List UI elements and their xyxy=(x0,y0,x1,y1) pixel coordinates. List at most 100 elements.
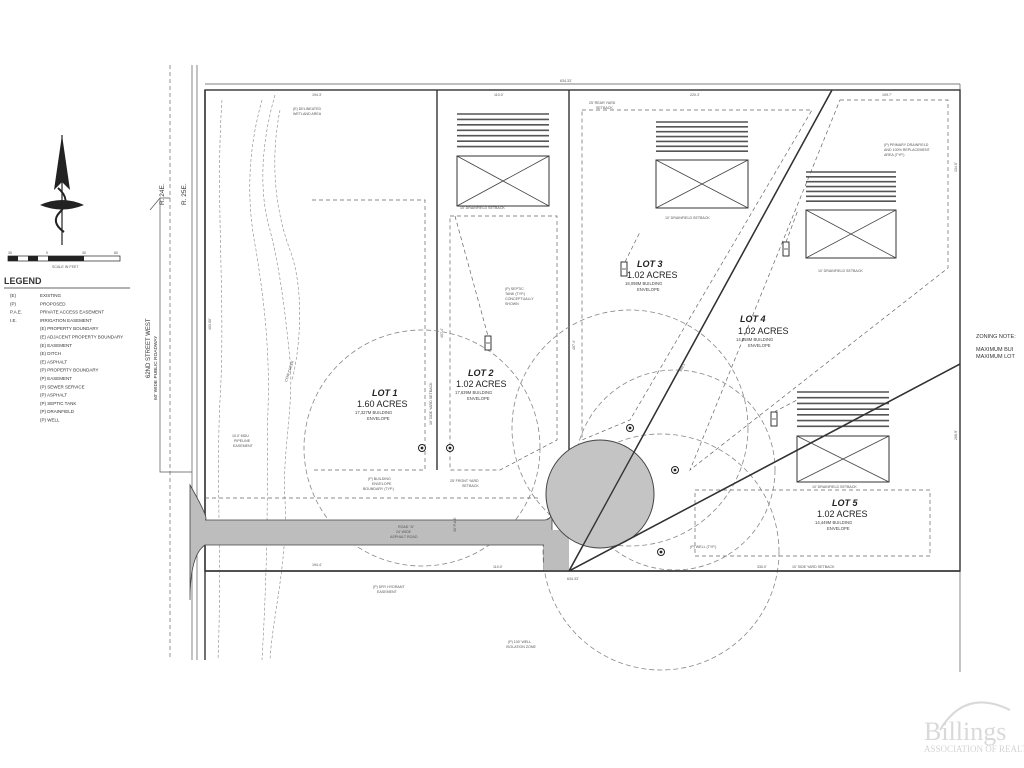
scale-label: SCALE IN FEET xyxy=(52,265,79,269)
well-typ-note: (P) WELL (TYP.) xyxy=(690,545,716,549)
legend-item-text: (P) WELL xyxy=(40,418,60,423)
svg-text:PIPELINE: PIPELINE xyxy=(234,439,251,443)
legend-item-text: PRIVATE ACCESS EASEMENT xyxy=(40,310,104,315)
dim-bottom-seg1: 194.4' xyxy=(312,563,322,567)
svg-text:Billings: Billings xyxy=(924,717,1006,746)
well-isolation-zone xyxy=(303,329,541,567)
wetland-area xyxy=(217,94,300,661)
svg-text:ENVELOPE: ENVELOPE xyxy=(372,482,392,486)
lot-1-label: LOT 1 xyxy=(372,388,398,398)
legend-item-text: IRRIGATION EASEMENT xyxy=(40,318,92,323)
lot-3-envelope: 18,098M BUILDING xyxy=(625,281,662,286)
road-a-name: ROAD "A" xyxy=(398,525,415,529)
svg-text:AND 100% REPLACEMENT: AND 100% REPLACEMENT xyxy=(884,148,931,152)
lot-4-acres: 1.02 ACRES xyxy=(738,326,789,336)
legend-item-text: (E) PROPERTY BOUNDARY xyxy=(40,326,99,331)
well-icon xyxy=(418,444,426,452)
legend-item-text: (P) EASEMENT xyxy=(40,376,72,381)
legend-item-text: (P) SEWER SERVICE xyxy=(40,384,85,389)
lot-2-building-envelope xyxy=(449,215,558,471)
legend-item-text: EXISTING xyxy=(40,293,62,298)
septic-tank-icon xyxy=(484,335,492,351)
rear-yard-note: 25' REAR YARD SETBACK xyxy=(589,101,616,110)
dim-lot2-side: 407.4' xyxy=(440,328,444,338)
drainfield-setback-note: 10' DRAINFIELD SETBACK xyxy=(460,206,505,210)
legend-code: (E) xyxy=(10,293,17,298)
range-label-left: R. 24E. xyxy=(159,183,166,205)
svg-text:SHOWN: SHOWN xyxy=(505,302,519,306)
legend-item-text: (E) ASPHALT xyxy=(40,359,67,364)
scale-tick: 30 xyxy=(8,251,12,255)
svg-text:CONCEPTUALLY: CONCEPTUALLY xyxy=(505,297,534,301)
lot-5-envelope: 14,449M BUILDING xyxy=(815,520,852,525)
drainfield-setback-note: 10' DRAINFIELD SETBACK xyxy=(665,216,710,220)
legend-item-text: (E) ADJACENT PROPERTY BOUNDARY xyxy=(40,335,123,340)
scale-tick: 60 xyxy=(114,251,118,255)
svg-text:AREA (TYP.): AREA (TYP.) xyxy=(884,153,905,157)
lot-4-envelope-2: ENVELOPE xyxy=(748,343,771,348)
svg-text:ZONING NOTE:: ZONING NOTE: xyxy=(976,334,1016,340)
septic-tank-icon xyxy=(770,411,778,427)
drainfield-icon xyxy=(655,121,749,209)
road-a-stub xyxy=(544,530,569,571)
cul-de-sac xyxy=(545,439,655,549)
legend-item-text: PROPOSED xyxy=(40,301,66,306)
well-icon xyxy=(446,444,454,452)
dim-right-side: 268.9' xyxy=(954,430,958,440)
lot-3-building-envelope xyxy=(581,109,813,441)
lot-3-label: LOT 3 xyxy=(637,259,663,269)
well-zone-note: (P) 100' WELL ISOLATION ZONE xyxy=(506,640,536,649)
svg-text:25' REAR YARD: 25' REAR YARD xyxy=(589,101,616,105)
dry-hydrant-note: (P) DRY HYDRANT EASEMENT xyxy=(373,585,405,594)
well-icon xyxy=(657,548,665,556)
svg-text:TANK (TYP.): TANK (TYP.) xyxy=(505,292,525,296)
road-a xyxy=(189,483,553,601)
legend-item-text: (E) EASEMENT xyxy=(40,343,72,348)
lot-4-building-envelope xyxy=(689,99,949,472)
well-isolation-zone xyxy=(542,433,780,671)
legend-item-text: (P) PROPERTY BOUNDARY xyxy=(40,368,99,373)
range-label-right: R. 25E. xyxy=(181,183,188,205)
dim-left-side: 403.00' xyxy=(208,318,212,330)
well-isolation-zone xyxy=(511,309,749,547)
lot-5-building-envelope xyxy=(694,489,931,557)
legend-item-text: (P) ASPHALT xyxy=(40,393,67,398)
well-icon xyxy=(671,466,679,474)
svg-text:BOUNDARY (TYP.): BOUNDARY (TYP.) xyxy=(363,487,394,491)
svg-text:(P) DRY HYDRANT: (P) DRY HYDRANT xyxy=(373,585,405,589)
svg-text:MAXIMUM LOT: MAXIMUM LOT xyxy=(976,354,1015,360)
dim-top-seg1: 194.3' xyxy=(312,93,322,97)
well-icon xyxy=(626,424,634,432)
legend-title: LEGEND xyxy=(4,276,42,286)
legend-code: I.E. xyxy=(10,318,17,323)
drainfield-setback-note: 10' DRAINFIELD SETBACK xyxy=(812,485,857,489)
svg-text:EASEMENT: EASEMENT xyxy=(377,590,398,594)
legend-item-text: (P) DRAINFIELD xyxy=(40,409,75,414)
lot-5-label: LOT 5 xyxy=(832,498,858,508)
scale-bar xyxy=(7,255,121,262)
drainfield-icon xyxy=(796,391,890,483)
dim-top-seg3: 220.3' xyxy=(690,93,700,97)
legend-item-text: (E) DITCH xyxy=(40,351,61,356)
svg-text:MAXIMUM BUI: MAXIMUM BUI xyxy=(976,347,1014,353)
drainfields xyxy=(456,113,897,483)
lot-1-envelope: 17,327M BUILDING xyxy=(355,410,392,415)
building-envelope-note: (P) BUILDING ENVELOPE BOUNDARY (TYP.) xyxy=(363,477,394,491)
dim-right-upper: 134.5' xyxy=(954,162,958,172)
dim-bottom-seg3: 330.0' xyxy=(757,565,767,569)
septic-tank-icon xyxy=(782,241,790,257)
svg-text:10.0' MDU: 10.0' MDU xyxy=(232,434,249,438)
svg-text:25' FRONT YARD: 25' FRONT YARD xyxy=(450,479,479,483)
dim-lot4-diag: 389.1' xyxy=(678,362,686,373)
svg-text:SETBACK: SETBACK xyxy=(596,106,613,110)
lot-1-building-envelope xyxy=(312,199,426,471)
lot-2-label: LOT 2 xyxy=(468,368,494,378)
lot-3-envelope-2: ENVELOPE xyxy=(637,287,660,292)
svg-text:(P) SEPTIC: (P) SEPTIC xyxy=(505,287,524,291)
svg-text:(P) PRIMARY DRAINFIELD: (P) PRIMARY DRAINFIELD xyxy=(884,143,929,147)
lot-2-envelope: 17,639M BUILDING xyxy=(455,390,492,395)
svg-text:WETLAND AREA: WETLAND AREA xyxy=(293,112,322,116)
legend-code: P.A.E. xyxy=(10,310,22,315)
